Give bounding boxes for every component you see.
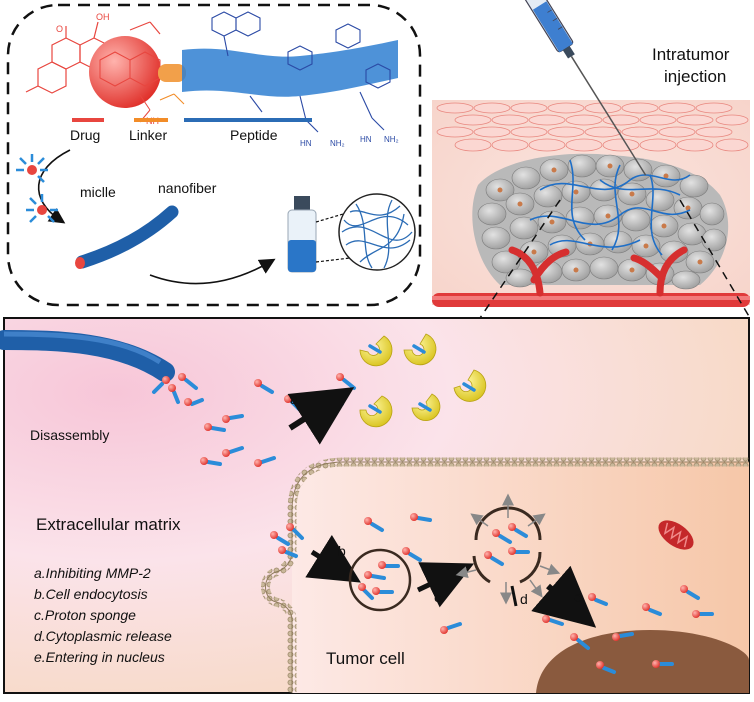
nanofiber xyxy=(75,205,179,269)
arrow-d xyxy=(510,585,518,607)
endosome xyxy=(348,548,412,612)
step-b: b.Cell endocytosis xyxy=(34,586,148,602)
svg-text:OH: OH xyxy=(96,12,110,22)
zoom-line-right xyxy=(679,199,751,319)
disassembling-nanofiber xyxy=(0,330,175,382)
linker-block xyxy=(158,64,186,82)
mechanism-panel: a Disassembly Extracellular matrix xyxy=(0,317,750,694)
arrow-d-label: d xyxy=(520,591,528,607)
svg-text:O: O xyxy=(56,24,63,34)
fiber-network xyxy=(338,193,416,271)
micelle-2 xyxy=(26,194,58,223)
svg-text:HN: HN xyxy=(300,139,312,148)
assembly-arrow xyxy=(37,149,71,224)
mitochondrion-icon xyxy=(658,520,694,550)
peptide-ribbon xyxy=(182,40,398,97)
injection-label-line2: injection xyxy=(664,67,726,86)
step-c: c.Proton sponge xyxy=(34,607,136,623)
arrow-c-label: c xyxy=(434,589,441,605)
injection-panel: Intratumor injection xyxy=(432,0,750,307)
blood-vessel xyxy=(432,246,750,307)
nanofiber-label: nanofiber xyxy=(158,180,217,196)
arrow-a xyxy=(287,387,355,445)
step-a: a.Inhibiting MMP-2 xyxy=(34,565,151,581)
skin-layer xyxy=(436,102,749,152)
linker-label: Linker xyxy=(129,127,167,143)
gelation-arrow xyxy=(149,258,276,285)
arrow-e xyxy=(531,565,597,628)
arrow-b xyxy=(305,534,361,583)
svg-text:HN: HN xyxy=(360,135,372,144)
syringe-icon xyxy=(511,0,647,176)
drug-molecule xyxy=(25,21,161,94)
extracellular-label: Extracellular matrix xyxy=(36,515,181,534)
drug-label: Drug xyxy=(70,127,100,143)
micelle-1 xyxy=(16,154,48,183)
arrow-a-label: a xyxy=(290,391,298,407)
peptide-skeleton xyxy=(211,11,391,133)
synthesis-panel: O OH NH HN xyxy=(6,3,422,307)
tumor-cell-label: Tumor cell xyxy=(326,649,405,668)
hydrogel-vial xyxy=(287,196,317,273)
arrow-c xyxy=(416,562,475,608)
arrow-b-label: b xyxy=(338,543,346,559)
svg-text:NH₂: NH₂ xyxy=(330,139,345,148)
step-e: e.Entering in nucleus xyxy=(34,649,165,665)
step-d: d.Cytoplasmic release xyxy=(34,628,172,644)
disassembly-label: Disassembly xyxy=(30,427,109,443)
nucleus xyxy=(536,630,749,693)
micelle-label: miclle xyxy=(80,184,116,200)
drug-sphere xyxy=(89,36,161,108)
injection-label-line1: Intratumor xyxy=(652,45,730,64)
svg-text:NH₂: NH₂ xyxy=(384,135,399,144)
tumor-mass xyxy=(472,153,729,290)
mmp2-enzymes xyxy=(359,333,487,428)
peptide-label: Peptide xyxy=(230,127,278,143)
zoom-line-left xyxy=(479,199,561,319)
arrow-e-label: e xyxy=(574,589,582,605)
ruptured-endosome xyxy=(455,493,561,605)
